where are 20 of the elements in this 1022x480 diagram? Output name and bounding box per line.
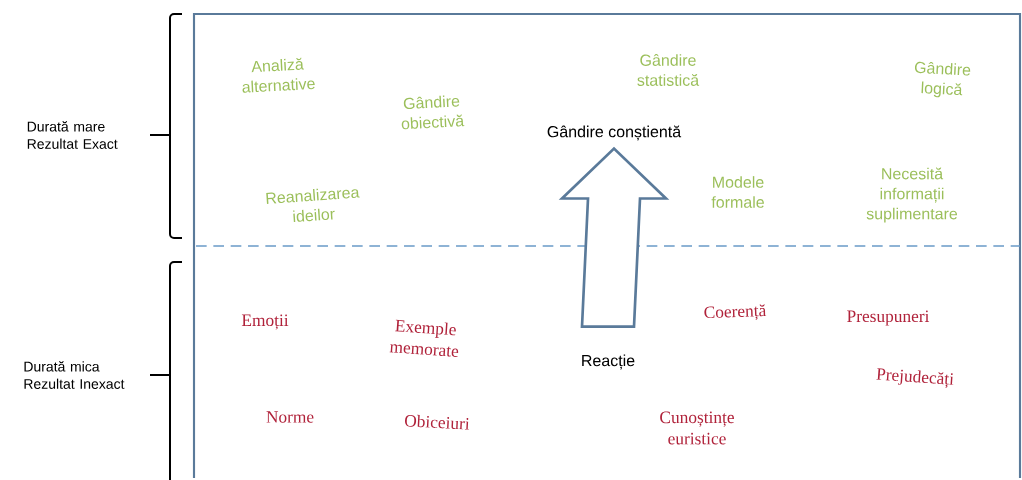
term-label: Prejudecăți	[876, 368, 954, 388]
bracket-label: Durată mare Rezultat Exact	[27, 121, 118, 149]
bracket-label: Durată mica Rezultat Inexact	[24, 361, 125, 389]
term-label: Gândire statistică	[637, 54, 700, 86]
term-label: Analiză alternative	[242, 57, 315, 93]
term-label: Reanalizarea ideilor	[266, 188, 360, 223]
node-label: Reacție	[582, 354, 635, 370]
term-label: Presupuneri	[847, 310, 930, 326]
term-label: Obiceiuri	[405, 414, 470, 430]
term-label: Norme	[266, 411, 314, 423]
term-label: Coerență	[704, 304, 767, 321]
term-label: Cunoștințe euristice	[660, 411, 734, 445]
term-label: Necesită informații suplimentare	[866, 167, 958, 223]
term-label: Gândire obiectivă	[401, 95, 465, 130]
term-label: Gândire logică	[914, 61, 971, 98]
term-label: Emoții	[241, 314, 289, 330]
term-label: Exemple memorate	[389, 319, 459, 357]
block-arrow	[558, 146, 670, 328]
node-label: Gândire conștientă	[547, 125, 682, 141]
term-label: Modele formale	[711, 176, 764, 208]
